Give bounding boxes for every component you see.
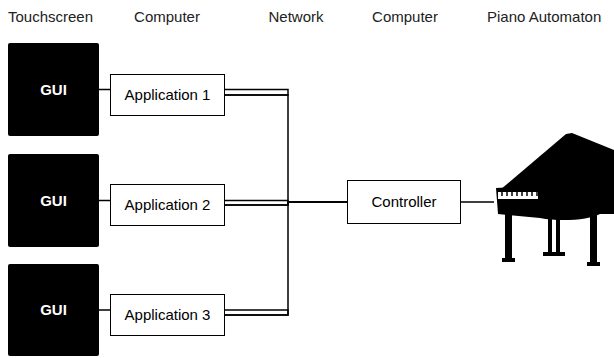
keyboard: [498, 192, 538, 199]
column-header: Computer: [372, 8, 438, 25]
black-key: [511, 192, 513, 196]
node-label: GUI: [40, 301, 67, 318]
black-key: [516, 192, 518, 196]
black-key: [506, 192, 508, 196]
process-box: Application 1: [110, 74, 225, 116]
node-label: Application 2: [125, 196, 211, 213]
gui-box: GUI: [8, 264, 99, 356]
node-label: GUI: [40, 192, 67, 209]
black-key: [521, 192, 523, 196]
column-header: Touchscreen: [8, 8, 93, 25]
black-key: [531, 192, 533, 196]
controller-wire: [461, 201, 494, 203]
black-key: [536, 192, 538, 196]
gui-box: GUI: [8, 43, 99, 136]
node-label: GUI: [40, 81, 67, 98]
connector: [225, 95, 347, 202]
column-header: Piano Automaton: [487, 8, 601, 25]
connector: [225, 202, 347, 315]
grand-piano: [496, 133, 614, 266]
keyboard-keys: [502, 192, 537, 196]
process-box: Application 3: [110, 294, 225, 336]
node-label: Application 3: [125, 306, 211, 323]
process-box: Application 2: [110, 184, 225, 226]
gui-box: GUI: [8, 154, 99, 247]
node-label: Application 1: [125, 86, 211, 103]
column-header: Network: [268, 8, 323, 25]
process-box: Controller: [347, 180, 461, 224]
black-key: [526, 192, 528, 196]
node-label: Controller: [371, 193, 436, 210]
black-key: [501, 192, 503, 196]
column-header: Computer: [134, 8, 200, 25]
